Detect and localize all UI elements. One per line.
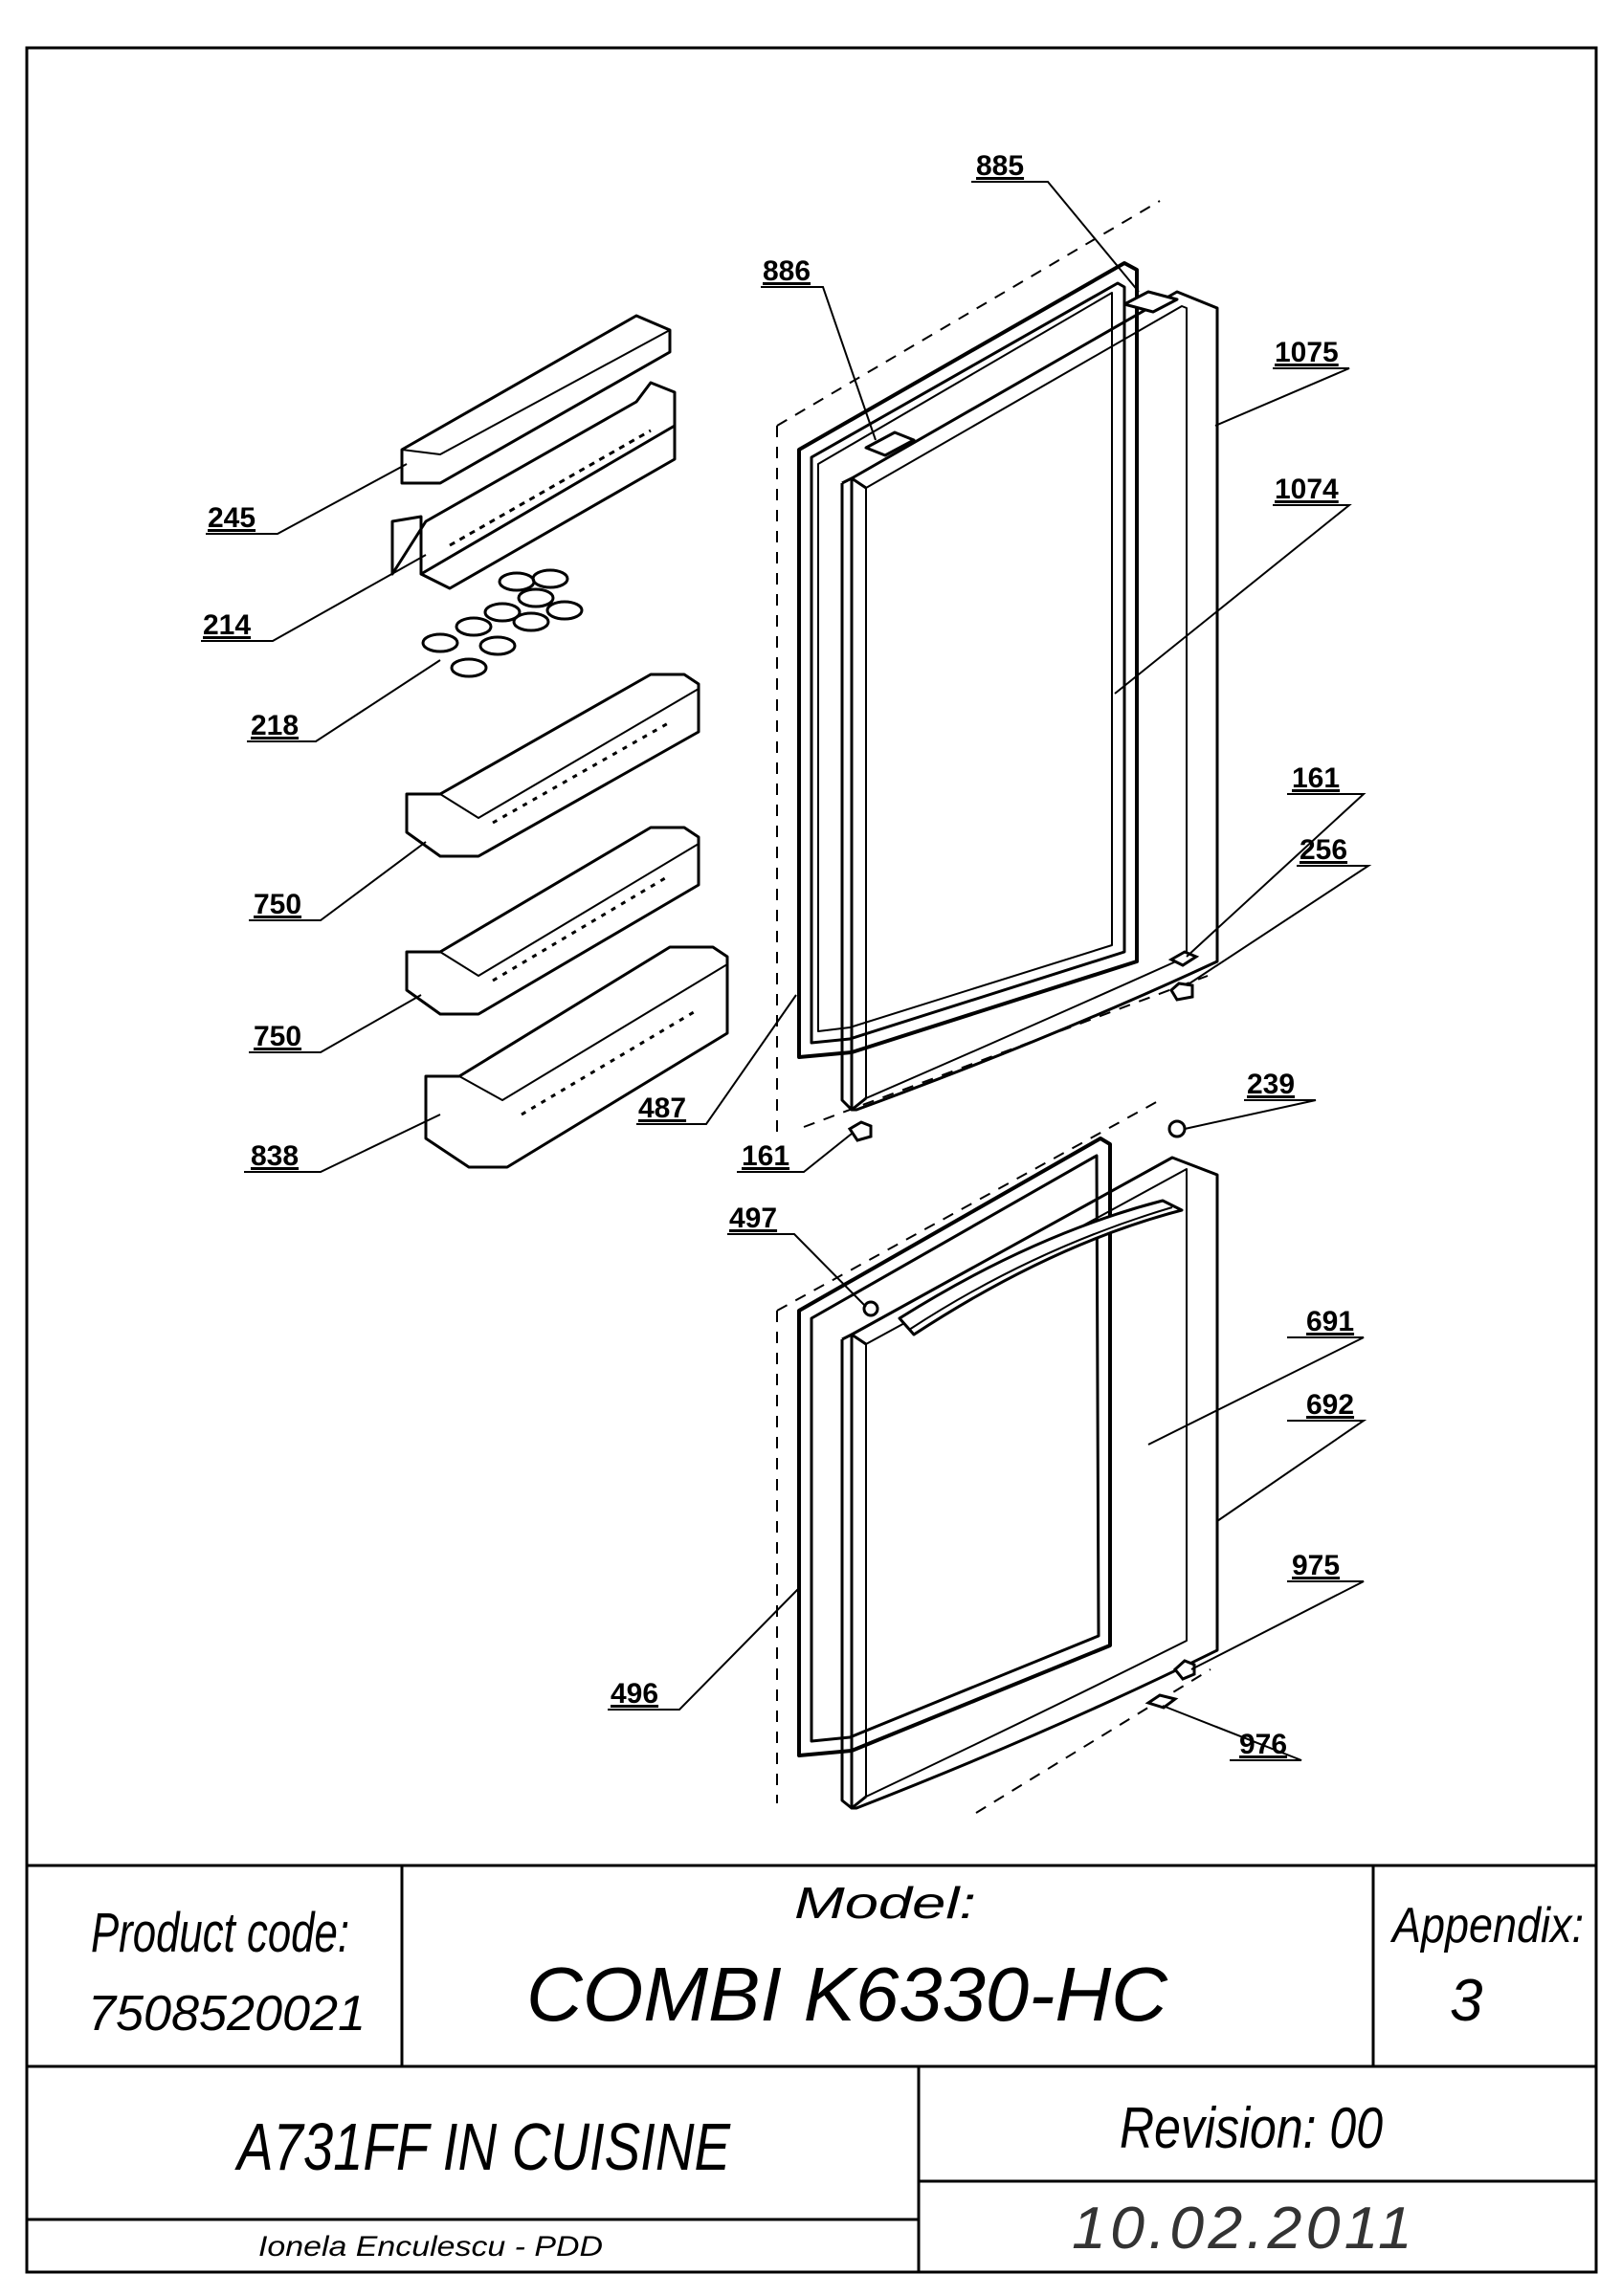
label-750-a: 750 [254, 889, 301, 920]
model-name: COMBI K6330-HC [526, 1952, 1168, 2037]
description: A731FF IN CUISINE [234, 2109, 731, 2184]
label-1075: 1075 [1275, 337, 1339, 368]
label-750-b: 750 [254, 1021, 301, 1052]
label-691: 691 [1306, 1306, 1354, 1337]
label-161-a: 161 [1292, 762, 1340, 794]
label-256: 256 [1300, 834, 1347, 866]
label-1074: 1074 [1275, 474, 1339, 505]
egg-tray [421, 568, 584, 678]
lower-door-assembly [776, 1099, 1219, 1814]
product-code-value: 7508520021 [88, 1986, 366, 2042]
label-497: 497 [729, 1203, 777, 1234]
label-838: 838 [251, 1140, 299, 1172]
part-labels: 885 886 1075 1074 245 214 218 750 750 83… [203, 150, 1354, 1760]
leader-lines [201, 181, 1372, 1761]
label-885: 885 [976, 150, 1024, 182]
appendix-label: Appendix: [1389, 1898, 1584, 1954]
model-label: Model: [794, 1878, 976, 1928]
drawing-frame [25, 46, 1598, 2274]
label-239: 239 [1247, 1069, 1295, 1100]
label-218: 218 [251, 710, 299, 741]
product-code-label: Product code: [91, 1902, 349, 1964]
upper-door-assembly [776, 200, 1219, 1134]
label-886: 886 [763, 255, 811, 287]
title-block [27, 1864, 1596, 2272]
label-245: 245 [208, 502, 256, 534]
label-214: 214 [203, 609, 251, 641]
title-block-text: Product code: 7508520021 Model: COMBI K6… [88, 1878, 1584, 2263]
revision: Revision: 00 [1120, 2096, 1383, 2160]
hinge-parts [847, 950, 1200, 1710]
door-shelves [390, 314, 729, 1169]
label-975: 975 [1292, 1550, 1340, 1581]
appendix-value: 3 [1450, 1968, 1482, 2034]
label-161-b: 161 [742, 1140, 789, 1172]
author: Ionela Enculescu - PDD [258, 2231, 603, 2263]
date: 10.02.2011 [1072, 2196, 1416, 2262]
label-496: 496 [611, 1678, 658, 1710]
label-487: 487 [638, 1093, 686, 1124]
label-692: 692 [1306, 1389, 1354, 1421]
label-976: 976 [1239, 1729, 1287, 1760]
